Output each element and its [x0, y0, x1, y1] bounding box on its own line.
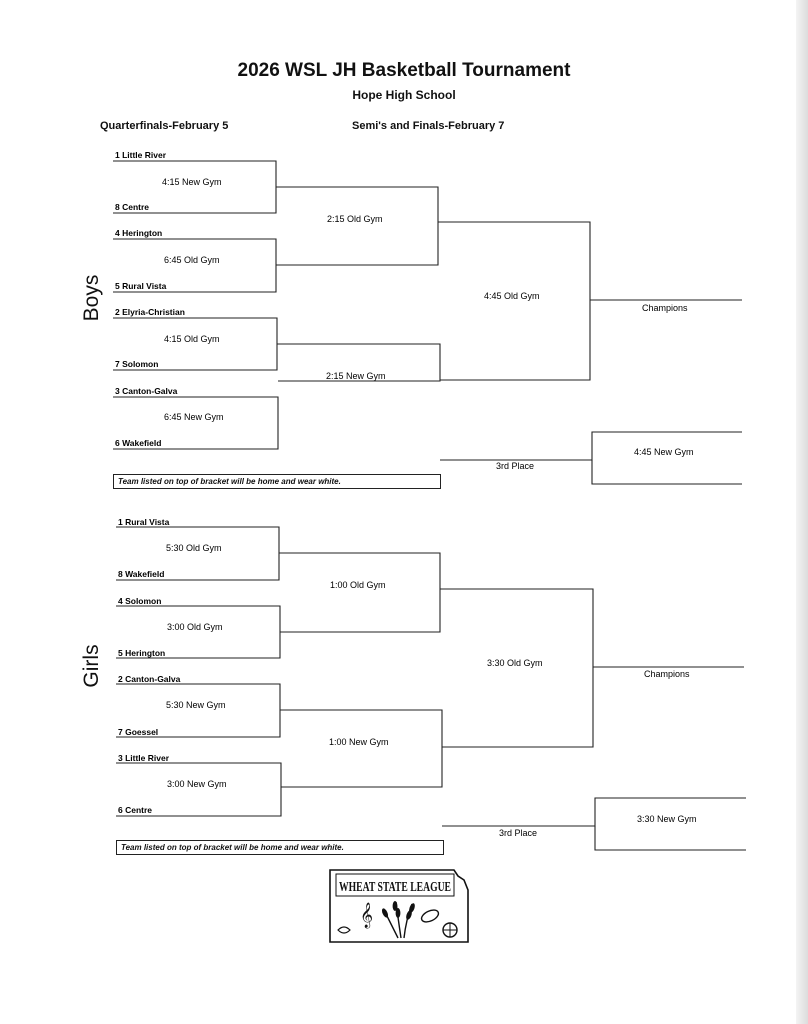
quarterfinals-header: Quarterfinals-February 5 — [100, 120, 229, 132]
boys-champions-label: Champions — [642, 303, 688, 313]
girls-team-6: 7 Goessel — [118, 727, 158, 737]
girls-team-1: 1 Rural Vista — [118, 517, 170, 527]
boys-team-5: 2 Elyria-Christian — [115, 307, 185, 317]
boys-bracket-lines — [113, 160, 742, 485]
page-subtitle: Hope High School — [352, 88, 456, 102]
boys-qf-game-2: 6:45 Old Gym — [164, 255, 220, 265]
girls-team-7: 3 Little River — [118, 753, 170, 763]
girls-bracket-lines — [116, 526, 746, 851]
page-title: 2026 WSL JH Basketball Tournament — [237, 60, 571, 81]
girls-qf-game-4: 3:00 New Gym — [167, 779, 227, 789]
boys-qf-game-4: 6:45 New Gym — [164, 412, 224, 422]
boys-semi-game-1: 2:15 Old Gym — [327, 214, 383, 224]
girls-champions-label: Champions — [644, 669, 690, 679]
boys-qf-game-1: 4:15 New Gym — [162, 177, 222, 187]
boys-qf-game-3: 4:15 Old Gym — [164, 334, 220, 344]
boys-team-2: 8 Centre — [115, 202, 149, 212]
semis-finals-header: Semi's and Finals-February 7 — [352, 120, 505, 132]
boys-team-4: 5 Rural Vista — [115, 281, 167, 291]
girls-team-3: 4 Solomon — [118, 596, 161, 606]
boys-footer-note: Team listed on top of bracket will be ho… — [113, 474, 441, 489]
girls-footer-note: Team listed on top of bracket will be ho… — [116, 840, 444, 855]
girls-third-place-game: 3:30 New Gym — [637, 814, 697, 824]
page-edge — [796, 0, 808, 1024]
svg-text:𝄞: 𝄞 — [360, 902, 373, 928]
boys-third-place-game: 4:45 New Gym — [634, 447, 694, 457]
girls-team-5: 2 Canton-Galva — [118, 674, 181, 684]
wheat-state-league-logo: WHEAT STATE LEAGUE 𝄞 — [329, 869, 469, 943]
boys-team-8: 6 Wakefield — [115, 438, 161, 448]
boys-team-1: 1 Little River — [115, 150, 167, 160]
girls-team-4: 5 Herington — [118, 648, 165, 658]
boys-team-6: 7 Solomon — [115, 359, 158, 369]
boys-third-place-label: 3rd Place — [496, 461, 534, 471]
girls-semi-game-2: 1:00 New Gym — [329, 737, 389, 747]
girls-team-8: 6 Centre — [118, 805, 152, 815]
girls-team-2: 8 Wakefield — [118, 569, 164, 579]
svg-text:WHEAT STATE LEAGUE: WHEAT STATE LEAGUE — [339, 880, 451, 895]
girls-qf-game-2: 3:00 Old Gym — [167, 622, 223, 632]
girls-qf-game-3: 5:30 New Gym — [166, 700, 226, 710]
boys-team-7: 3 Canton-Galva — [115, 386, 178, 396]
girls-semi-game-1: 1:00 Old Gym — [330, 580, 386, 590]
boys-team-3: 4 Herington — [115, 228, 162, 238]
girls-qf-game-1: 5:30 Old Gym — [166, 543, 222, 553]
boys-final-game: 4:45 Old Gym — [484, 291, 540, 301]
girls-third-place-label: 3rd Place — [499, 828, 537, 838]
boys-semi-game-2: 2:15 New Gym — [326, 371, 386, 381]
girls-final-game: 3:30 Old Gym — [487, 658, 543, 668]
